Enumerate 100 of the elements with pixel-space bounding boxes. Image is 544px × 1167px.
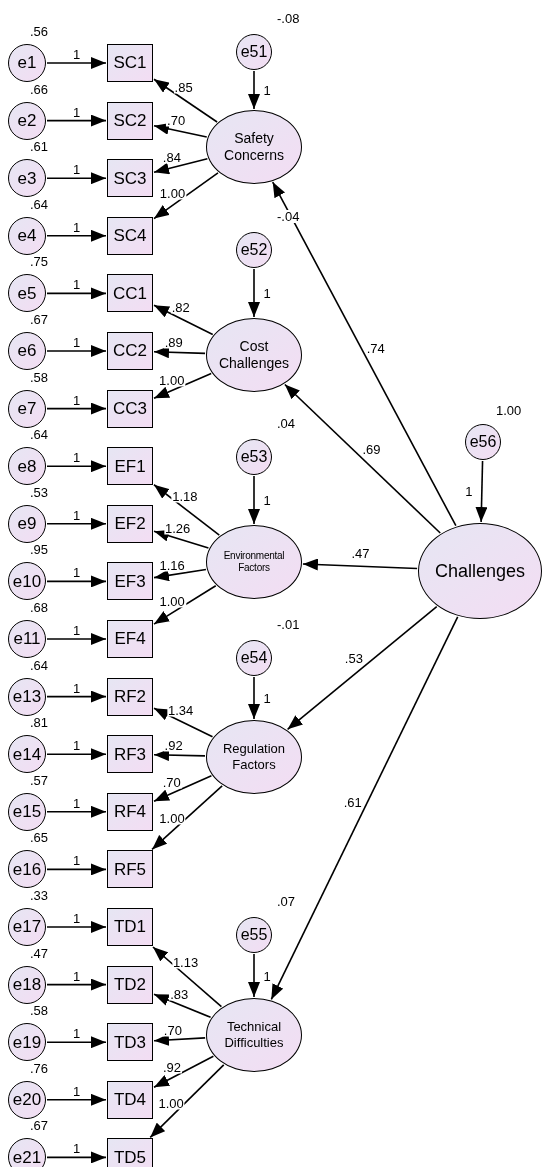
arrow [46,690,107,703]
edge-label: 1 [71,335,82,349]
indicator-box: SC2 [107,101,153,140]
arrow [46,748,107,761]
indicator-box: TD1 [107,908,153,946]
variance-label: .67 [29,1119,50,1133]
arrow [46,978,107,991]
edge-label: 1 [262,286,272,300]
arrow [46,57,107,69]
arrow [46,575,107,588]
arrow [46,402,107,415]
indicator-box: TD5 [107,1138,153,1167]
arrow [248,676,260,720]
edge-label: .92 [163,738,184,752]
arrow [475,460,488,523]
indicator-box: EF3 [107,562,153,601]
edge-label: 1 [262,691,272,705]
arrow [248,268,260,318]
edge-label: 1 [464,484,474,498]
arrow [46,863,107,876]
arrow [46,114,107,127]
variance-label: .81 [29,716,50,730]
edge-label: 1 [71,969,82,983]
edge-label: 1 [262,83,272,97]
arrow [46,287,107,300]
arrow [248,475,260,525]
arrow [153,749,206,762]
arrow [248,70,260,110]
variance-label: .57 [29,773,50,787]
arrow [302,558,418,571]
edge-label: 1 [71,450,82,464]
arrow [153,372,212,400]
edge-label: 1.13 [171,955,200,969]
edge-label: 1.34 [166,703,195,717]
edge-label: 1 [262,493,272,507]
arrow [153,568,207,582]
latent-ellipse: Cost Challenges [206,318,302,392]
indicator-box: RF5 [107,850,153,889]
edge-label: 1.00 [158,373,186,387]
edge-label: 1.18 [171,489,199,503]
edge-label: 1 [71,105,82,119]
variance-label: .47 [29,946,50,960]
arrow [153,78,218,123]
variance-label: .04 [276,417,297,430]
indicator-box: EF4 [107,620,153,658]
arrow [46,1151,107,1164]
variance-label: .07 [276,895,297,908]
edge-label: .89 [163,335,184,349]
variance-label: .65 [29,831,50,845]
arrow [46,172,107,185]
edge-label: 1 [71,738,82,752]
variance-label: -.04 [276,210,301,223]
edge-label: 1.00 [158,186,187,200]
arrow [153,1055,215,1089]
arrow [149,1064,225,1139]
arrow [152,946,223,1008]
arrow [153,304,214,336]
variance-label: .68 [29,601,50,614]
latent-ellipse: Regulation Factors [206,720,302,794]
edge-label: 1.00 [158,594,186,608]
arrow [153,993,212,1019]
edge-label: 1 [71,681,82,695]
edge-label: .47 [350,546,371,560]
edge-label: .69 [361,442,382,456]
edge-label: 1 [71,508,82,522]
arrow [153,529,210,549]
edge-label: 1 [262,969,272,982]
indicator-box: CC2 [107,332,153,370]
arrow [46,345,107,357]
arrow [153,483,221,536]
variance-label: .58 [29,370,50,384]
indicator-box: RF4 [107,792,153,831]
variance-label: .61 [29,140,50,154]
arrow [46,229,107,242]
edge-label: .70 [161,775,182,789]
arrow [153,172,219,220]
arrow [284,383,442,534]
arrow [153,122,208,138]
edge-label: 1.00 [158,811,186,825]
indicator-box: SC4 [107,216,153,255]
edge-label: 1 [71,277,82,291]
latent-ellipse: Technical Difficulties [206,998,302,1072]
edge-label: 1 [71,911,82,925]
variance-label: .53 [29,485,50,499]
arrow [248,953,260,998]
indicator-box: RF2 [107,677,153,716]
edge-label: .83 [169,987,190,1001]
variance-label: .66 [29,82,50,96]
edge-label: .84 [161,150,182,164]
arrow [270,616,459,1001]
arrow [46,517,107,530]
variance-label: .58 [29,1004,50,1018]
edge-label: 1 [71,565,82,579]
edge-label: 1 [71,853,82,867]
arrow [153,346,206,359]
arrow [46,460,107,473]
edge-label: .92 [161,1060,182,1074]
edge-label: 1.00 [157,1096,185,1110]
edge-label: .61 [342,795,363,809]
edge-label: 1.26 [163,521,192,535]
